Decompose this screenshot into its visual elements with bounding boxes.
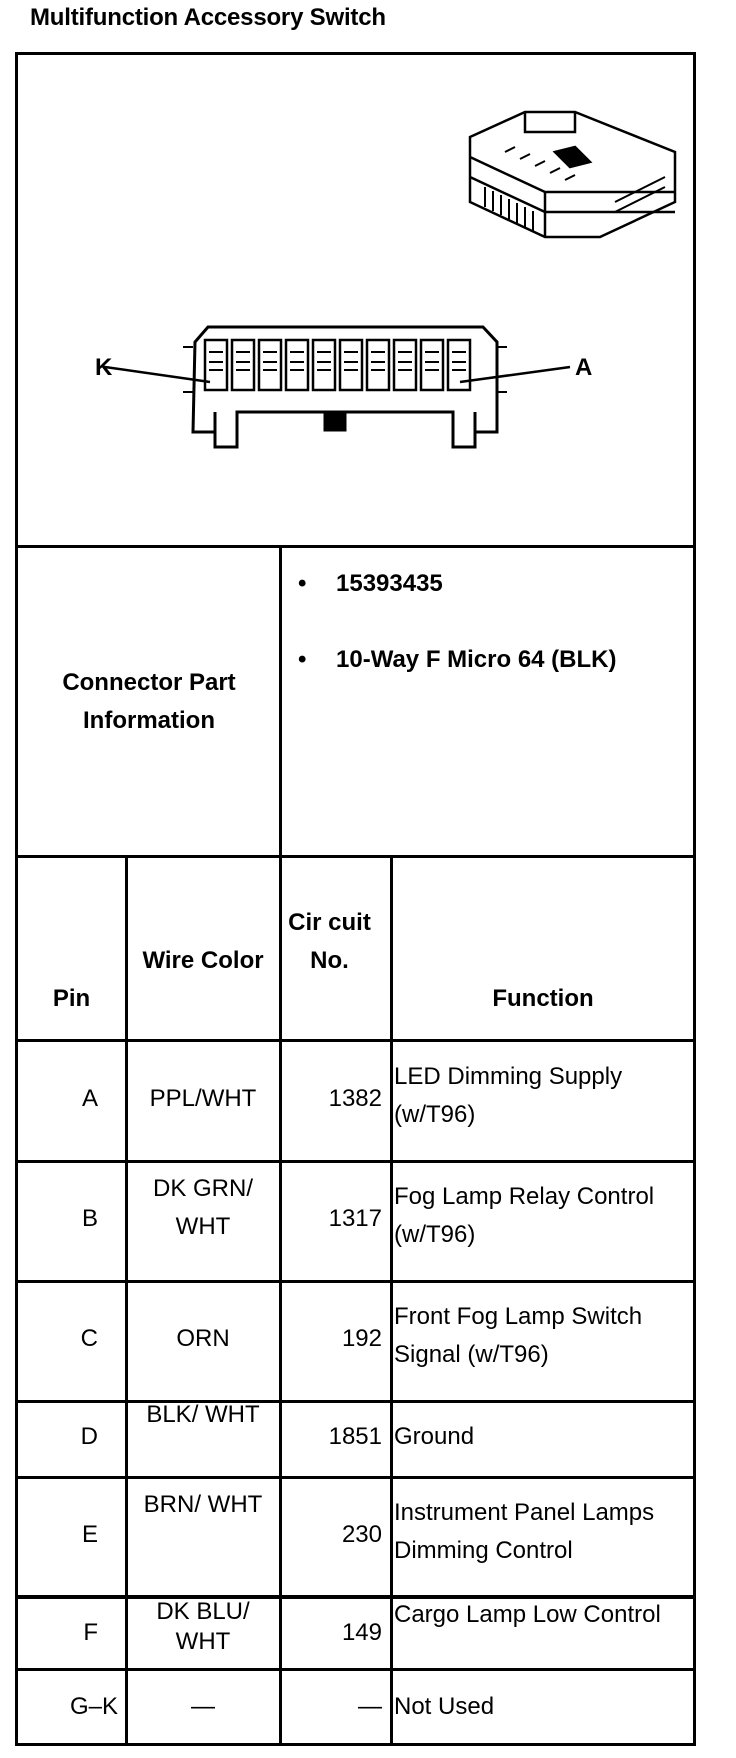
divider bbox=[15, 1476, 696, 1479]
pin-cell: G–K bbox=[69, 1693, 118, 1720]
divider bbox=[279, 855, 282, 1746]
connector-part-info-label: Connector Part Information bbox=[62, 669, 236, 734]
pin-cell: A bbox=[81, 1085, 98, 1112]
wire-color-cell: PPL/WHT bbox=[149, 1085, 257, 1112]
divider bbox=[15, 1400, 696, 1403]
pin-cell: E bbox=[81, 1521, 98, 1548]
function-cell: LED Dimming Supply (w/T96) bbox=[394, 1063, 623, 1128]
circuit-cell: 230 bbox=[341, 1521, 382, 1548]
divider bbox=[15, 1668, 696, 1671]
divider bbox=[15, 1595, 696, 1599]
wire-color-cell: ORN bbox=[176, 1325, 230, 1352]
function-cell: Ground bbox=[394, 1423, 475, 1450]
connector-table bbox=[15, 52, 696, 1746]
circuit-cell: 1382 bbox=[328, 1085, 382, 1112]
pin-cell: F bbox=[83, 1619, 98, 1646]
connector-label-a: A bbox=[575, 354, 592, 381]
circuit-cell: 192 bbox=[341, 1325, 382, 1352]
part-number: 15393435 bbox=[336, 570, 443, 597]
circuit-cell: 1851 bbox=[328, 1423, 382, 1450]
connector-front-view bbox=[104, 325, 571, 449]
wire-color-cell: BRN/ WHT bbox=[143, 1491, 263, 1518]
divider bbox=[125, 855, 128, 1746]
header-function: Function bbox=[492, 985, 594, 1012]
circuit-cell: — bbox=[358, 1693, 382, 1720]
divider bbox=[15, 1280, 696, 1283]
divider bbox=[15, 855, 696, 858]
circuit-cell: 149 bbox=[341, 1619, 382, 1646]
header-wire-color: Wire Color bbox=[142, 947, 264, 974]
wire-color-cell: BLK/ WHT bbox=[146, 1401, 260, 1428]
circuit-cell: 1317 bbox=[328, 1205, 382, 1232]
function-cell: Cargo Lamp Low Control bbox=[394, 1601, 661, 1628]
function-cell: Not Used bbox=[394, 1693, 495, 1720]
pin-cell: B bbox=[81, 1205, 98, 1232]
function-cell: Front Fog Lamp Switch Signal (w/T96) bbox=[394, 1303, 643, 1368]
pin-cell: D bbox=[80, 1423, 98, 1450]
connector-3d-icon bbox=[468, 110, 677, 239]
header-pin: Pin bbox=[52, 985, 91, 1012]
pin-cell: C bbox=[80, 1325, 98, 1352]
connector-label-k: K bbox=[95, 354, 113, 381]
header-circuit: Cir cuit No. bbox=[288, 909, 371, 974]
part-description: 10-Way F Micro 64 (BLK) bbox=[336, 646, 617, 673]
function-cell: Fog Lamp Relay Control (w/T96) bbox=[394, 1183, 655, 1248]
wire-color-cell: DK GRN/ WHT bbox=[152, 1175, 253, 1240]
divider bbox=[15, 545, 696, 548]
divider bbox=[390, 855, 393, 1746]
divider bbox=[15, 1039, 696, 1042]
divider bbox=[15, 1160, 696, 1163]
page-title: Multifunction Accessory Switch bbox=[30, 4, 386, 31]
divider bbox=[279, 545, 282, 858]
function-cell: Instrument Panel Lamps Dimming Control bbox=[394, 1499, 655, 1564]
connector-part-info: •15393435 •10-Way F Micro 64 (BLK) bbox=[298, 570, 617, 673]
wire-color-cell: — bbox=[191, 1693, 215, 1720]
connector-illustration: K A bbox=[95, 110, 677, 449]
wire-color-cell: DK BLU/ WHT bbox=[156, 1598, 250, 1655]
